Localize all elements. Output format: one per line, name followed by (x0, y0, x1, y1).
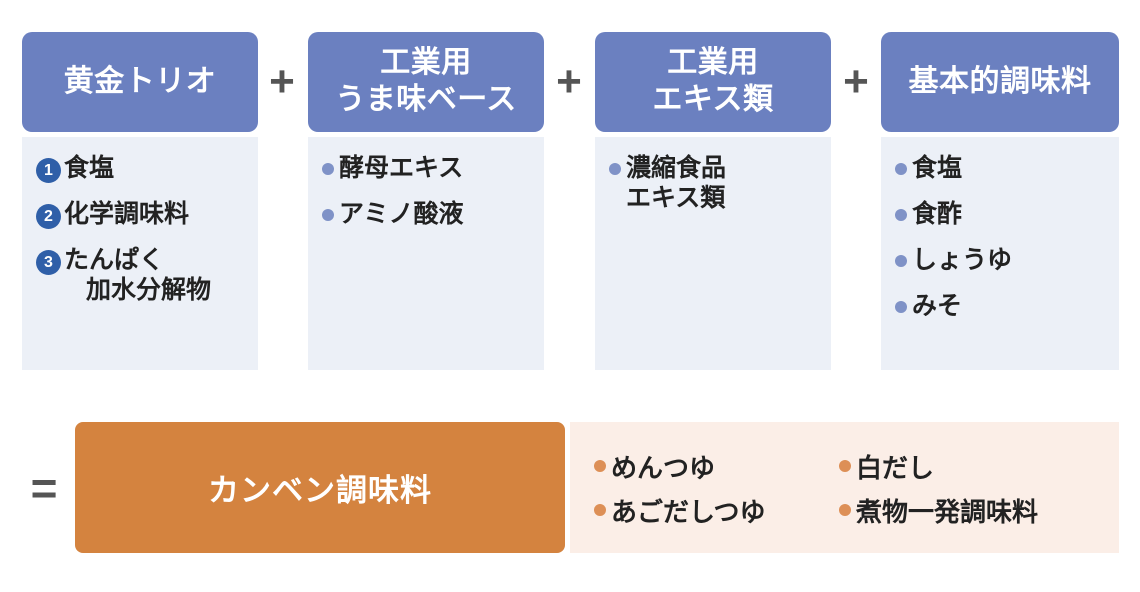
list-item-text: たんぱく 加水分解物 (64, 246, 212, 304)
product-item-label: 煮物一発調味料 (856, 496, 1039, 527)
result-products-panel: めんつゆ 白だし あごだしつゆ 煮物一発調味料 (570, 422, 1119, 553)
result-label-box: カンベン調味料 (75, 422, 565, 553)
group-3-header-line-2: エキス類 (652, 83, 774, 116)
group-3-header: 工業用 エキス類 (595, 32, 831, 132)
list-item: 濃縮食品 エキス類 (609, 153, 821, 213)
ingredient-groups-row: 黄金トリオ 1 食塩 2 化学調味料 3 たんぱく 加水分解物 (22, 32, 1119, 370)
group-4-items: 食塩 食酢 しょうゆ みそ (881, 137, 1119, 370)
bullet-dot-icon (609, 163, 621, 175)
bullet-dot-icon (895, 163, 907, 175)
product-item: あごだしつゆ (594, 488, 839, 532)
list-item-text: 酵母エキス (339, 154, 464, 182)
product-item-label: めんつゆ (611, 452, 716, 483)
list-item-text: 食酢 (912, 200, 963, 228)
bullet-dot-icon (594, 504, 606, 516)
bullet-dot-icon (594, 460, 606, 472)
list-item-text: みそ (912, 292, 963, 320)
group-3-header-line-1: 工業用 (667, 46, 759, 80)
bullet-dot-icon (839, 460, 851, 472)
product-item: めんつゆ (594, 444, 839, 488)
group-2-items: 酵母エキス アミノ酸液 (308, 137, 544, 370)
bullet-dot-icon (322, 209, 334, 221)
product-item: 煮物一発調味料 (839, 488, 1119, 532)
list-item-text: 食塩 (64, 154, 115, 182)
list-item: 酵母エキス (322, 153, 534, 183)
group-1-items: 1 食塩 2 化学調味料 3 たんぱく 加水分解物 (22, 137, 258, 370)
list-item-text: しょうゆ (912, 246, 1013, 274)
bullet-dot-icon (839, 504, 851, 516)
list-item: 1 食塩 (36, 153, 248, 183)
product-item: 白だし (839, 444, 1119, 488)
equals-operator-icon: = (30, 462, 58, 514)
result-row: = カンベン調味料 めんつゆ 白だし あごだしつゆ 煮物一発調味料 (0, 422, 1140, 554)
bullet-dot-icon (895, 209, 907, 221)
list-item-text: アミノ酸液 (339, 200, 464, 228)
ingredient-group-2: 工業用 うま味ベース 酵母エキス アミノ酸液 (308, 32, 544, 370)
bullet-dot-icon (322, 163, 334, 175)
plus-operator-icon: + (269, 57, 295, 106)
ingredient-group-4: 基本的調味料 食塩 食酢 しょうゆ (881, 32, 1119, 370)
group-2-header: 工業用 うま味ベース (308, 32, 544, 132)
list-item: みそ (895, 291, 1109, 321)
list-item: アミノ酸液 (322, 199, 534, 229)
plus-operator-icon: + (556, 57, 582, 106)
list-item-text: 化学調味料 (64, 200, 190, 228)
group-2-header-line-1: 工業用 (380, 46, 472, 80)
product-item-label: あごだしつゆ (611, 496, 766, 527)
bullet-dot-icon (895, 255, 907, 267)
list-item: しょうゆ (895, 245, 1109, 275)
group-4-header-line-1: 基本的調味料 (908, 64, 1092, 98)
group-1-header: 黄金トリオ (22, 32, 258, 132)
group-3-items: 濃縮食品 エキス類 (595, 137, 831, 370)
number-badge-icon: 2 (36, 204, 61, 229)
list-item-text: 食塩 (912, 154, 963, 182)
list-item: 食塩 (895, 153, 1109, 183)
list-item: 2 化学調味料 (36, 199, 248, 229)
group-1-header-line-1: 黄金トリオ (63, 64, 217, 98)
list-item: 食酢 (895, 199, 1109, 229)
plus-operator-icon: + (843, 57, 869, 106)
list-item: 3 たんぱく 加水分解物 (36, 245, 248, 305)
ingredient-group-3: 工業用 エキス類 濃縮食品 エキス類 (595, 32, 831, 370)
number-badge-icon: 1 (36, 158, 61, 183)
ingredient-group-1: 黄金トリオ 1 食塩 2 化学調味料 3 たんぱく 加水分解物 (22, 32, 258, 370)
bullet-dot-icon (895, 301, 907, 313)
number-badge-icon: 3 (36, 250, 61, 275)
list-item-text: 濃縮食品 エキス類 (626, 154, 727, 212)
product-item-label: 白だし (856, 452, 935, 483)
group-2-header-line-2: うま味ベース (335, 83, 517, 116)
group-4-header: 基本的調味料 (881, 32, 1119, 132)
